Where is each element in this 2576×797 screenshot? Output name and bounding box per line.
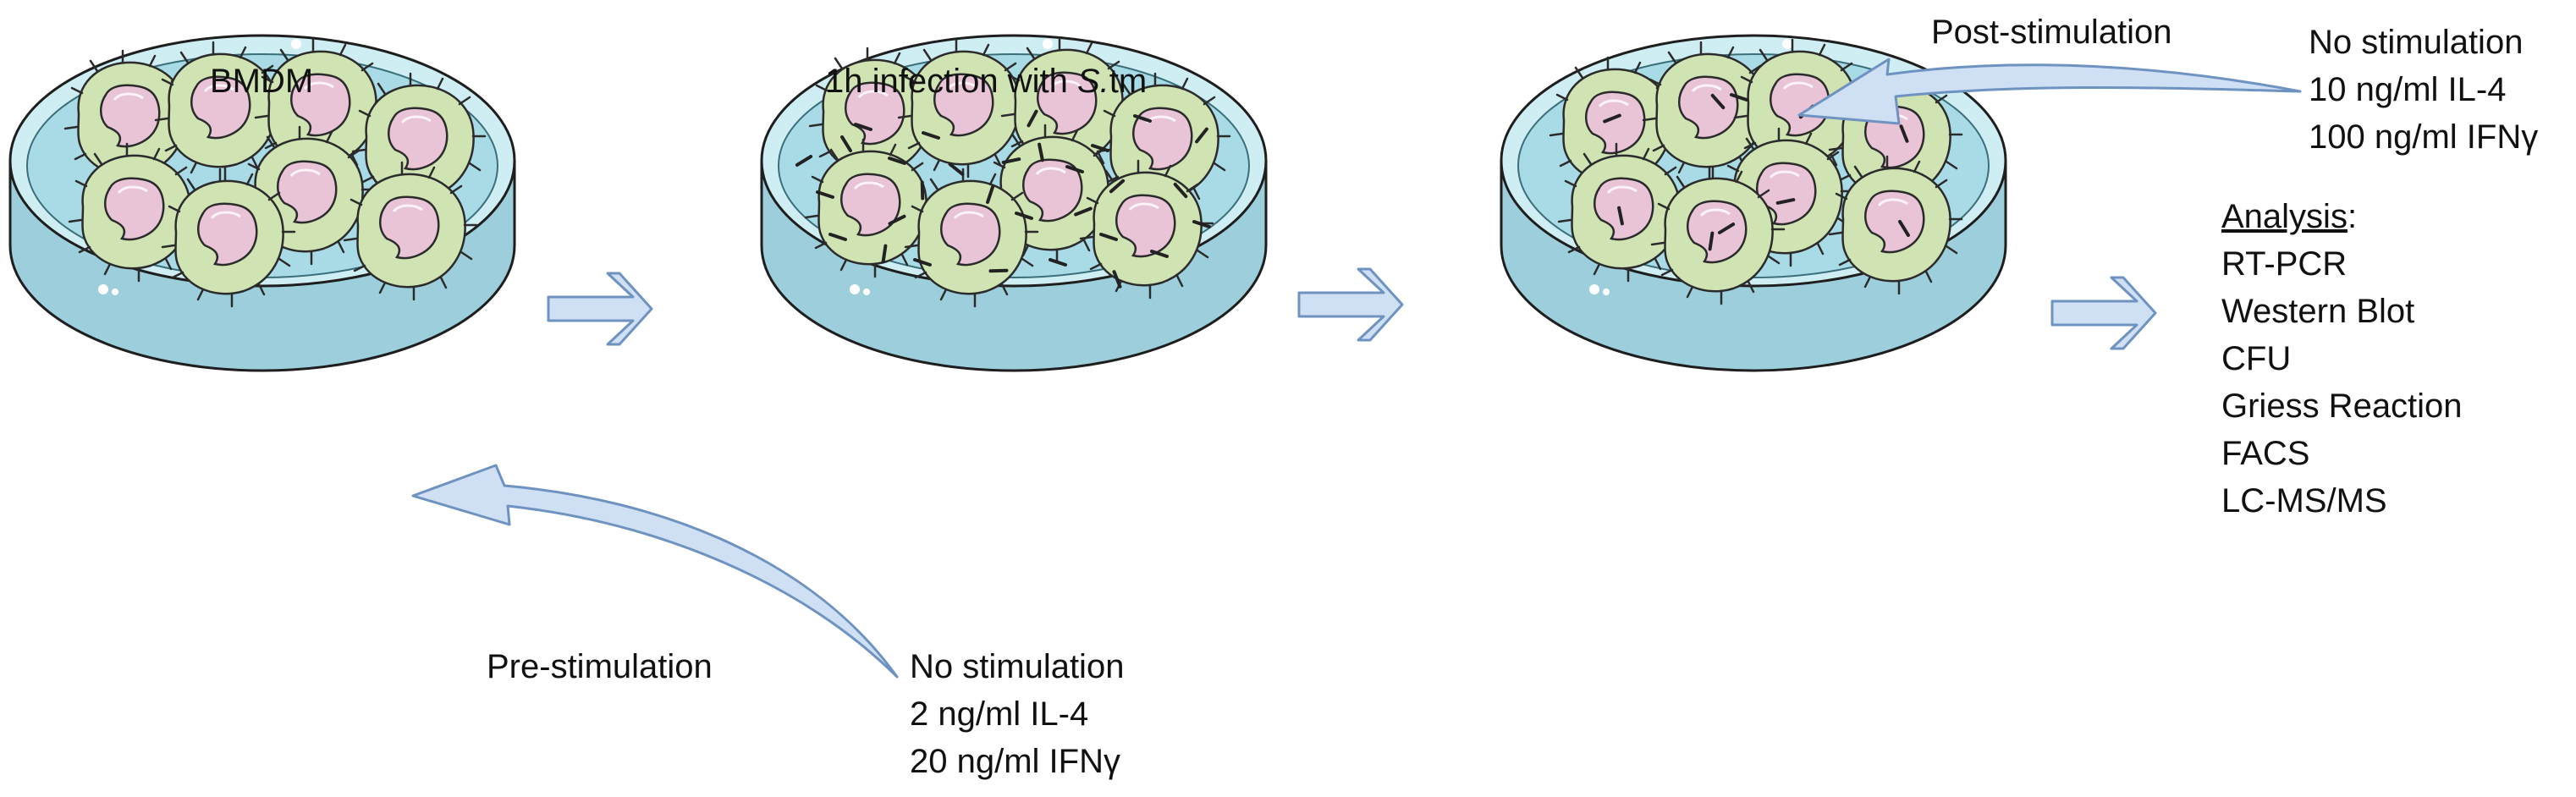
post-condition: 10 ng/ml IL-4 (2309, 71, 2507, 108)
analysis-colon: : (2347, 198, 2358, 235)
analysis-method: RT-PCR (2221, 245, 2348, 283)
label-infection-suffix: tm (1109, 63, 1148, 100)
post-stimulation-title: Post-stimulation (1931, 14, 2172, 51)
analysis-method: LC-MS/MS (2221, 482, 2387, 519)
post-condition: No stimulation (2309, 24, 2524, 61)
analysis-list: Analysis: RT-PCR Western Blot CFU Griess… (2221, 193, 2463, 525)
label-infection-prefix: 1h infection with (825, 63, 1077, 100)
label-infection: 1h infection with S.tm (825, 58, 1147, 105)
analysis-heading: Analysis: (2221, 193, 2463, 240)
analysis-method: FACS (2221, 435, 2310, 472)
post-stimulation-arrow-icon (1797, 58, 2302, 125)
pre-stimulation-arrow-icon (411, 464, 899, 679)
post-stimulation-conditions: No stimulation 10 ng/ml IL-4 100 ng/ml I… (2309, 19, 2538, 161)
arrow-right-icon (2050, 276, 2157, 350)
arrow-right-icon (1297, 267, 1404, 342)
pre-stimulation-title: Pre-stimulation (487, 648, 713, 685)
pre-condition: 2 ng/ml IL-4 (910, 695, 1089, 733)
analysis-method: Western Blot (2221, 293, 2415, 330)
analysis-method: CFU (2221, 340, 2292, 377)
post-condition: 100 ng/ml IFNγ (2309, 118, 2539, 156)
pre-condition: No stimulation (910, 648, 1125, 685)
arrow-right-icon (547, 272, 653, 346)
pre-stimulation-conditions: No stimulation 2 ng/ml IL-4 20 ng/ml IFN… (910, 643, 1124, 785)
label-infection-species: S. (1076, 63, 1109, 100)
pre-condition: 20 ng/ml IFNγ (910, 743, 1120, 780)
analysis-title: Analysis (2221, 198, 2348, 235)
analysis-method: Griess Reaction (2221, 388, 2463, 425)
label-bmdm: BMDM (210, 63, 314, 100)
